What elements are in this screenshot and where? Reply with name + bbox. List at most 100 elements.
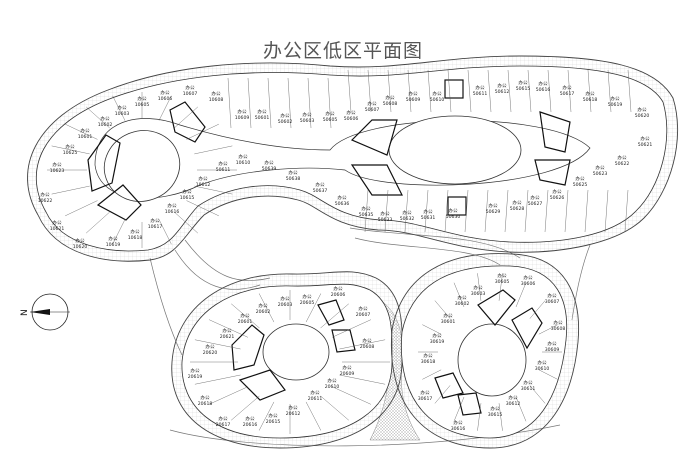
room-type: 办公 [443, 312, 453, 319]
room-type: 办公 [610, 95, 620, 102]
room-type: 办公 [333, 285, 343, 292]
partition-line [447, 69, 452, 113]
partition-line [65, 200, 98, 217]
room-number: 30605 [495, 279, 510, 285]
partition-line [529, 385, 546, 404]
partition-line [258, 293, 275, 323]
partition-line [484, 189, 489, 233]
room-number: 10606 [158, 96, 173, 102]
room-type: 办公 [245, 415, 255, 422]
room-number: 30617 [418, 396, 433, 402]
room-type: 办公 [617, 154, 627, 161]
room-number: 10618 [128, 235, 143, 241]
partition-line [404, 189, 409, 233]
room-number: 50628 [510, 206, 525, 212]
room-number: 50636 [335, 201, 350, 207]
room-number: 50629 [486, 209, 501, 215]
room-number: 50606 [344, 116, 359, 122]
partition-line [604, 189, 609, 233]
room-number: 50610 [430, 97, 445, 103]
partition-line [527, 69, 532, 113]
room-type: 办公 [530, 194, 540, 201]
room-type: 办公 [342, 364, 352, 371]
north-label: N [20, 309, 30, 316]
room-type: 办公 [432, 332, 442, 339]
room-type: 办公 [117, 104, 127, 111]
partition-line [320, 395, 349, 421]
room-number: 30608 [551, 326, 566, 332]
partition-line [305, 401, 322, 431]
room-type: 办公 [423, 208, 433, 215]
partition-line [444, 189, 449, 233]
room-type: 办公 [218, 160, 228, 167]
room-type: 办公 [490, 405, 500, 412]
room-number: 10619 [106, 242, 121, 248]
room-type: 办公 [432, 90, 442, 97]
room-type: 办公 [475, 84, 485, 91]
room-type: 办公 [65, 143, 75, 150]
room-type: 办公 [190, 367, 200, 374]
room-number: 30603 [471, 291, 486, 297]
partition-line [424, 189, 429, 233]
room-type: 办公 [497, 272, 507, 279]
room-type: 办公 [547, 292, 557, 299]
partition-line [564, 189, 569, 233]
partition-line [347, 69, 352, 113]
room-number: 20606 [331, 292, 346, 298]
room-number: 50608 [383, 101, 398, 107]
room-type: 办公 [264, 159, 274, 166]
partition-line [453, 282, 465, 308]
partition-line [607, 69, 612, 113]
partition-line [331, 319, 371, 338]
room-number: 50621 [638, 142, 653, 148]
room-type: 办公 [640, 135, 650, 142]
room-type: 办公 [402, 209, 412, 216]
partition-line [587, 69, 592, 113]
partition-line [51, 145, 90, 155]
partition-line [504, 189, 509, 233]
room-type: 办公 [280, 112, 290, 119]
partition-line [515, 396, 527, 422]
room-number: 10621 [50, 226, 65, 232]
room-number: 50618 [583, 97, 598, 103]
room-number: 20610 [325, 384, 340, 390]
partition-line [194, 185, 233, 195]
room-number: 30618 [421, 359, 436, 365]
room-number: 30601 [441, 319, 456, 325]
room-number: 50615 [516, 86, 531, 92]
room-type: 办公 [150, 217, 160, 224]
room-number: 20608 [360, 344, 375, 350]
room-number: 20620 [203, 350, 218, 356]
room-type: 办公 [538, 80, 548, 87]
room-number: 10605 [135, 102, 150, 108]
room-type: 办公 [488, 202, 498, 209]
partition-line [65, 123, 98, 140]
partition-line [327, 77, 332, 129]
room-type: 办公 [108, 235, 118, 242]
cores [87, 79, 571, 221]
room-number: 50633 [378, 217, 393, 223]
room-number: 50607 [365, 107, 380, 113]
